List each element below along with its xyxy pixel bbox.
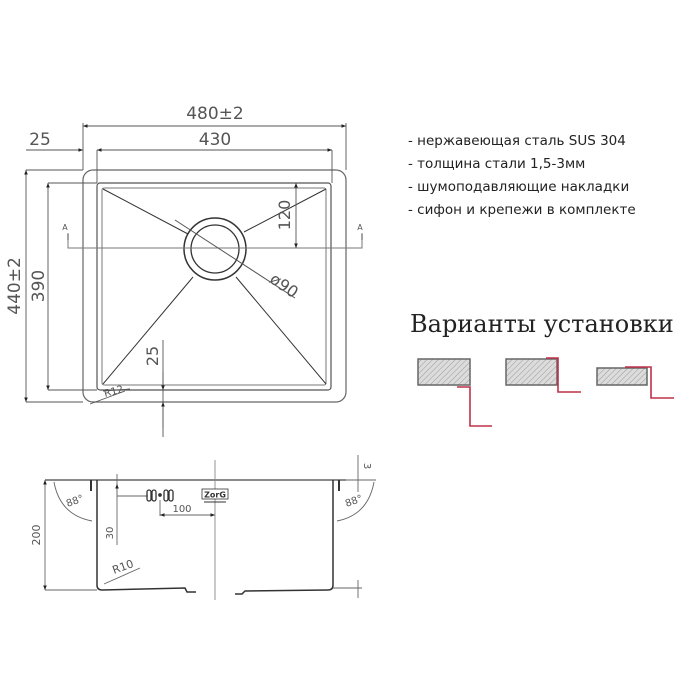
dim-drain-diameter: ø90 <box>266 269 302 302</box>
section-line <box>67 233 363 249</box>
variant-flushmount <box>505 357 581 393</box>
dim-drain-offset: 120 <box>275 200 294 231</box>
spec-item-soundproofing: - шумоподавляющие накладки <box>408 179 630 195</box>
brand-logo: ZorG <box>201 488 229 503</box>
side-dimensions <box>43 455 376 600</box>
top-view <box>67 169 363 403</box>
dim-overflow-spacing: 100 <box>172 504 191 515</box>
dim-bowl-depth: 390 <box>29 270 49 302</box>
right-wall-profile <box>235 480 334 595</box>
dim-corner-radius: R12 <box>103 384 125 400</box>
outer-rim-outline <box>82 169 347 403</box>
slope-line <box>102 188 189 235</box>
installation-title: Варианты установки <box>410 310 674 338</box>
svg-text:ZorG: ZorG <box>204 491 226 500</box>
dim-overall-depth: 440±2 <box>5 257 25 315</box>
slope-line <box>235 276 327 385</box>
bowl-inner-outline <box>101 187 327 386</box>
overflow-holes <box>146 489 174 502</box>
dim-height: 200 <box>30 525 43 546</box>
dim-bowl-width: 430 <box>199 130 231 150</box>
drain-inner-circle <box>190 224 240 274</box>
spec-item-thickness: - толщина стали 1,5-3мм <box>408 156 586 172</box>
drain-outer-circle <box>183 217 247 281</box>
side-view <box>45 479 346 595</box>
dim-angle-right: 88° <box>344 493 364 509</box>
spec-item-material: - нержавеющая сталь SUS 304 <box>408 133 626 149</box>
diameter-leader <box>174 219 296 299</box>
spec-list: - нержавеющая сталь SUS 304 - толщина ст… <box>408 130 636 222</box>
installation-variants <box>417 357 674 427</box>
dim-rim-thickness: 3 <box>361 463 372 469</box>
spec-item-included: - сифон и крепежи в комплекте <box>408 202 636 218</box>
slope-line <box>102 276 194 385</box>
slope-line <box>243 188 327 233</box>
variant-overmount <box>596 366 674 399</box>
dim-bottom-radius: R10 <box>111 557 136 577</box>
section-marker-left: A <box>62 223 68 232</box>
bowl-outline <box>96 182 332 391</box>
dim-rim-offset: 25 <box>29 130 51 150</box>
left-wall-profile <box>96 480 196 593</box>
top-dimensions <box>24 123 347 437</box>
dim-bottom-offset: 25 <box>143 346 162 366</box>
section-arrows <box>67 234 363 240</box>
dim-angle-left: 88° <box>65 493 85 509</box>
dim-overall-width: 480±2 <box>186 104 244 124</box>
dim-overflow-offset: 30 <box>105 527 116 540</box>
variant-undermount <box>417 358 492 427</box>
section-marker-right: A <box>357 223 363 232</box>
